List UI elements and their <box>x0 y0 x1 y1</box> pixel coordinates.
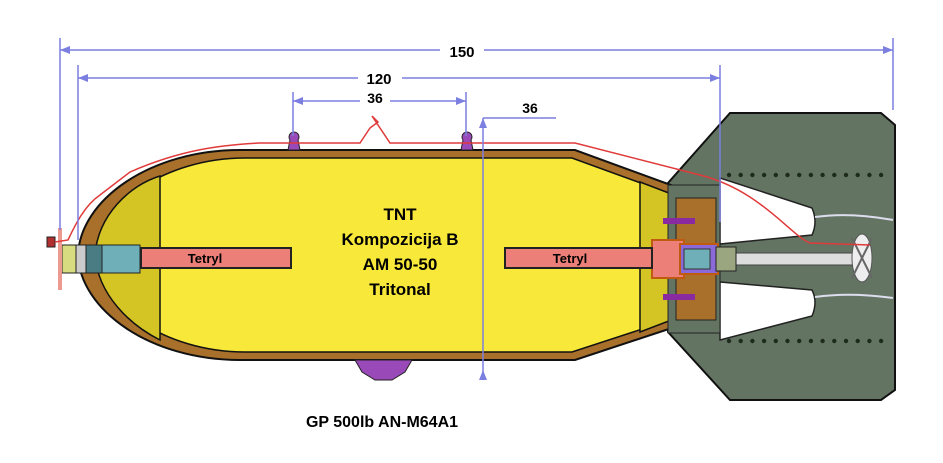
fill-label-amatol: AM 50-50 <box>363 255 438 274</box>
rivet <box>843 338 849 344</box>
rivet <box>738 172 743 178</box>
rivet <box>820 338 825 344</box>
rivet <box>750 338 755 344</box>
fill-label-tnt: TNT <box>383 205 417 224</box>
rivet <box>773 172 778 178</box>
suspension-lug-2 <box>460 131 474 151</box>
nose-fuze <box>46 228 141 290</box>
rivet <box>878 172 884 178</box>
rivet <box>797 338 802 344</box>
arming-wire <box>54 115 871 246</box>
rivet-row-top <box>726 172 884 178</box>
rivet <box>761 338 767 344</box>
rivet <box>855 172 860 178</box>
rivet <box>832 172 837 178</box>
rivet <box>797 172 802 178</box>
rivet <box>878 338 884 344</box>
nose-booster-label: Tetryl <box>188 251 222 266</box>
nose-booster <box>140 247 292 269</box>
rivet <box>726 172 732 178</box>
rivet <box>785 172 790 178</box>
arming-rod <box>734 252 864 266</box>
rivet <box>738 338 743 344</box>
bottom-lug <box>354 359 413 381</box>
tail-booster-label: Tetryl <box>553 251 587 266</box>
rivet <box>867 338 872 344</box>
tail-arming-vane-icon <box>851 233 873 283</box>
rivet <box>832 338 837 344</box>
suspension-lug-1 <box>287 131 301 151</box>
diagram-title: GP 500lb AN-M64A1 <box>306 414 458 431</box>
rivet <box>808 172 814 178</box>
rivet <box>867 172 872 178</box>
rivet <box>726 338 732 344</box>
dim-36-cg: 36 <box>522 100 538 116</box>
rivet-row-bottom <box>726 338 884 344</box>
rivet <box>750 172 755 178</box>
dim-120: 120 <box>366 71 391 88</box>
fill-labels: TNT Kompozicija B AM 50-50 Tritonal <box>341 205 458 299</box>
rivet <box>761 172 767 178</box>
fill-label-comp-b: Kompozicija B <box>341 230 458 249</box>
dim-36-lugs: 36 <box>367 90 383 106</box>
tail-booster <box>504 247 653 269</box>
rivet <box>785 338 790 344</box>
rivet <box>843 172 849 178</box>
rivet <box>820 172 825 178</box>
dim-150: 150 <box>449 44 474 61</box>
tail-fuze <box>651 184 737 334</box>
rivet <box>808 338 814 344</box>
rivet <box>855 338 860 344</box>
rivet <box>773 338 778 344</box>
fill-label-tritonal: Tritonal <box>369 280 430 299</box>
